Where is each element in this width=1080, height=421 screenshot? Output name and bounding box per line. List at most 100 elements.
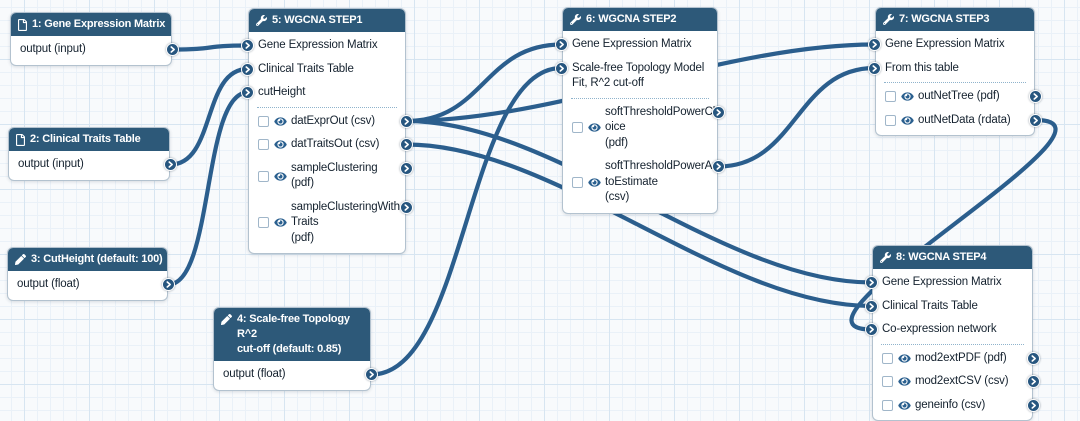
- node-title: 3: CutHeight (default: 100): [31, 253, 163, 265]
- node-header[interactable]: 5: WGCNA STEP1: [249, 9, 405, 32]
- node-header[interactable]: 1: Gene Expression Matrix: [11, 13, 171, 36]
- output-checkbox[interactable]: [572, 176, 583, 188]
- input-label: From this table: [885, 61, 959, 74]
- input-row: Co-expression network: [865, 318, 1032, 342]
- output-checkbox[interactable]: [882, 352, 893, 364]
- output-checkbox[interactable]: [258, 115, 269, 127]
- eye-icon[interactable]: [274, 217, 287, 228]
- output-port[interactable]: [1027, 398, 1040, 412]
- connection-wire[interactable]: [170, 43, 250, 52]
- eye-icon[interactable]: [274, 171, 287, 182]
- output-checkbox[interactable]: [882, 376, 893, 388]
- output-port[interactable]: [400, 200, 413, 214]
- output-label: mod2extCSV (csv): [915, 375, 1009, 387]
- node-cutheight-parameter[interactable]: 3: CutHeight (default: 100) output (floa…: [7, 247, 175, 301]
- eye-icon[interactable]: [588, 122, 601, 133]
- output-label: geneinfo (csv): [915, 398, 986, 411]
- output-port[interactable]: [164, 158, 177, 171]
- io-divider: [881, 343, 1024, 345]
- output-port[interactable]: [1027, 375, 1040, 388]
- eye-icon[interactable]: [901, 91, 914, 102]
- output-label: sampleClustering (pdf): [291, 161, 378, 190]
- output-port[interactable]: [1029, 90, 1042, 103]
- node-wgcna-step3[interactable]: 7: WGCNA STEP3 Gene Expression Matrix Fr…: [868, 7, 1042, 136]
- eye-icon[interactable]: [588, 177, 601, 188]
- output-label: output (float): [17, 278, 80, 290]
- output-row: softThresholdPowerAu toEstimate (csv): [563, 155, 725, 210]
- output-port[interactable]: [400, 161, 413, 175]
- output-label: datTraitsOut (csv): [291, 138, 380, 150]
- node-wgcna-step1[interactable]: 5: WGCNA STEP1 Gene Expression Matrix Cl…: [241, 8, 413, 254]
- input-label: Gene Expression Matrix: [885, 38, 1005, 50]
- output-checkbox[interactable]: [258, 170, 269, 182]
- connection-wire[interactable]: [849, 117, 1058, 332]
- input-row: From this table: [868, 57, 1034, 81]
- input-port[interactable]: [868, 61, 881, 75]
- eye-icon[interactable]: [898, 376, 911, 387]
- eye-icon[interactable]: [274, 116, 287, 127]
- input-label: cutHeight: [258, 86, 306, 98]
- connection-wire[interactable]: [404, 142, 874, 309]
- output-port[interactable]: [400, 114, 413, 128]
- node-header[interactable]: 6: WGCNA STEP2: [563, 8, 717, 31]
- connection-wire[interactable]: [168, 66, 250, 167]
- node-header[interactable]: 3: CutHeight (default: 100): [8, 248, 167, 271]
- output-checkbox[interactable]: [882, 399, 893, 411]
- input-row: Gene Expression Matrix: [868, 33, 1034, 57]
- node-clinical-traits-table-input[interactable]: 2: Clinical Traits Table output (input): [8, 127, 177, 181]
- node-title: 4: Scale-free Topology R^2 cut-off (defa…: [237, 313, 350, 355]
- connection-wire[interactable]: [716, 65, 877, 169]
- node-header[interactable]: 2: Clinical Traits Table: [9, 128, 169, 151]
- eye-icon[interactable]: [901, 115, 914, 126]
- output-port[interactable]: [400, 138, 413, 151]
- input-port[interactable]: [241, 62, 254, 76]
- input-port[interactable]: [555, 38, 568, 51]
- connection-wire[interactable]: [404, 42, 564, 124]
- input-port[interactable]: [865, 323, 878, 336]
- node-gene-expression-matrix-input[interactable]: 1: Gene Expression Matrix output (input): [10, 12, 179, 66]
- output-port[interactable]: [1029, 113, 1042, 127]
- eye-icon[interactable]: [898, 353, 911, 364]
- output-port[interactable]: [365, 368, 378, 381]
- output-row: output (float): [8, 273, 175, 297]
- node-title: 5: WGCNA STEP1: [272, 14, 363, 26]
- output-checkbox[interactable]: [572, 122, 583, 134]
- eye-icon[interactable]: [274, 139, 287, 150]
- output-label: output (input): [20, 43, 86, 55]
- connection-wire[interactable]: [166, 90, 250, 287]
- output-port[interactable]: [166, 43, 179, 56]
- output-label: softThresholdPowerAu toEstimate (csv): [605, 160, 719, 203]
- node-rsq-cutoff-parameter[interactable]: 4: Scale-free Topology R^2 cut-off (defa…: [213, 307, 378, 391]
- output-checkbox[interactable]: [258, 217, 269, 229]
- output-port[interactable]: [1027, 351, 1040, 365]
- output-checkbox[interactable]: [885, 91, 896, 103]
- input-port[interactable]: [241, 39, 254, 52]
- input-port[interactable]: [555, 61, 568, 75]
- node-header[interactable]: 7: WGCNA STEP3: [876, 8, 1034, 31]
- node-header[interactable]: 4: Scale-free Topology R^2 cut-off (defa…: [214, 308, 370, 361]
- input-row: Clinical Traits Table: [241, 58, 405, 82]
- node-title: 6: WGCNA STEP2: [586, 13, 677, 25]
- output-label: outNetData (rdata): [918, 113, 1011, 126]
- input-port[interactable]: [865, 299, 878, 313]
- input-label: Co-expression network: [882, 323, 997, 335]
- output-checkbox[interactable]: [885, 114, 896, 126]
- output-port[interactable]: [712, 160, 725, 173]
- node-wgcna-step4[interactable]: 8: WGCNA STEP4 Gene Expression Matrix Cl…: [865, 245, 1040, 421]
- output-port[interactable]: [162, 278, 175, 291]
- output-row: sampleClustering (pdf): [249, 157, 413, 196]
- output-row: output (input): [11, 38, 179, 62]
- input-label: Scale-free Topology Model Fit, R^2 cut-o…: [572, 61, 705, 90]
- io-divider: [257, 106, 397, 108]
- eye-icon[interactable]: [898, 400, 911, 411]
- output-port[interactable]: [712, 105, 725, 119]
- output-checkbox[interactable]: [258, 139, 269, 151]
- output-row: outNetTree (pdf): [876, 85, 1042, 109]
- input-port[interactable]: [865, 276, 878, 289]
- connection-wire[interactable]: [369, 65, 564, 377]
- input-port[interactable]: [868, 38, 881, 51]
- node-wgcna-step2[interactable]: 6: WGCNA STEP2 Gene Expression Matrix Sc…: [555, 7, 725, 214]
- input-port[interactable]: [241, 86, 254, 99]
- node-header[interactable]: 8: WGCNA STEP4: [873, 246, 1032, 269]
